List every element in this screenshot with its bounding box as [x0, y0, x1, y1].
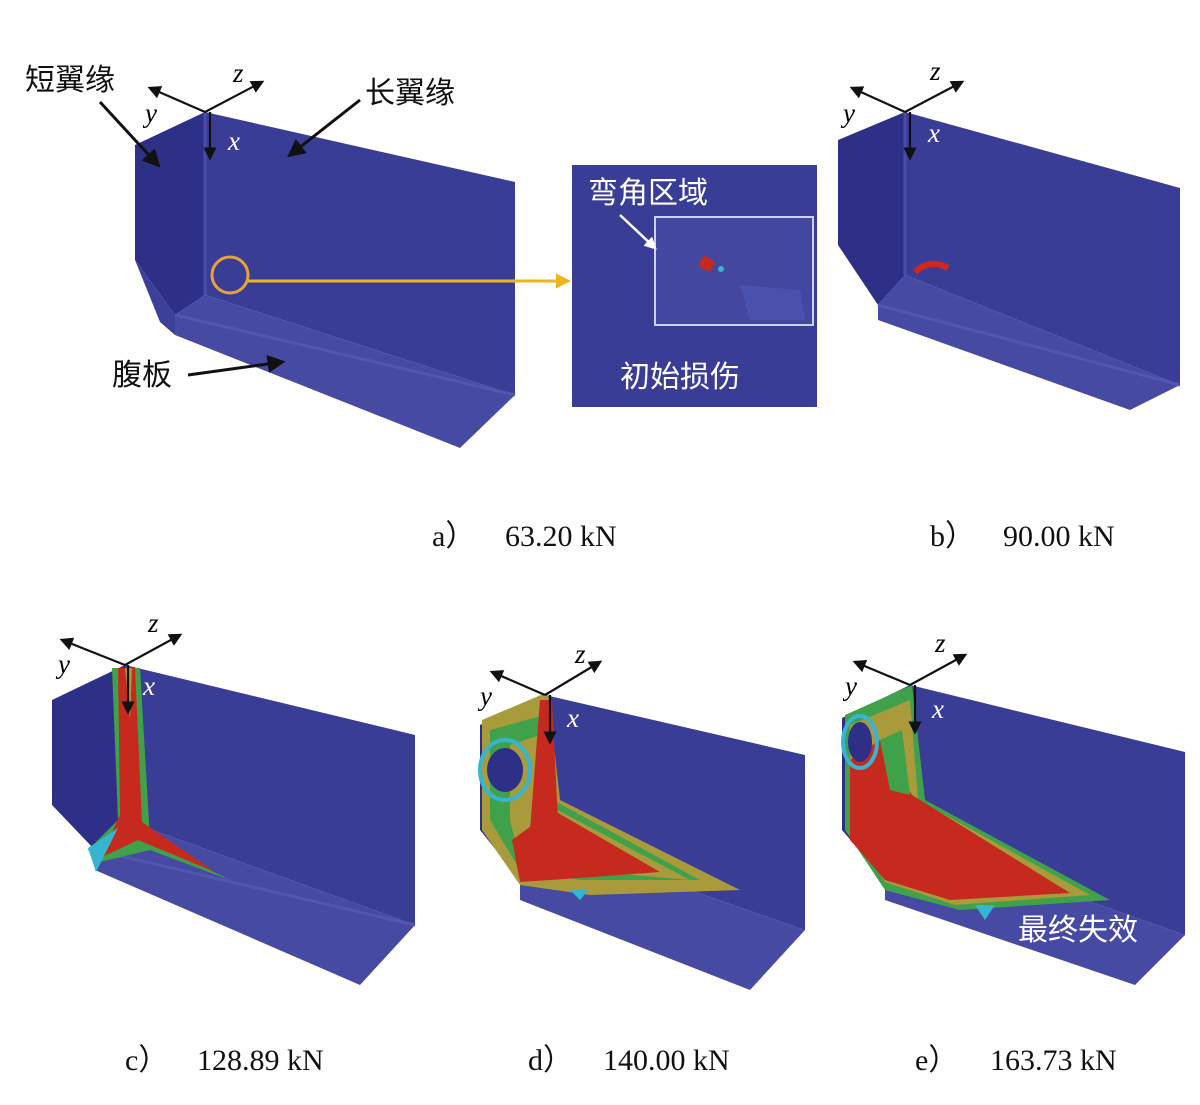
axis-triad-b — [849, 80, 965, 161]
web-label: 腹板 — [112, 358, 172, 393]
zoom-inset: 弯角区域 初始损伤 — [572, 165, 817, 407]
model-d — [478, 692, 805, 990]
web-pointer — [187, 355, 286, 377]
panel-a: y z x 短翼缘 长翼缘 腹板 弯角区域 初始损伤 a） 63.20 kN — [25, 58, 817, 553]
axis-y-label: y — [142, 98, 157, 128]
axis-triad-e — [852, 653, 968, 735]
axis-x-label: x — [227, 126, 240, 156]
caption-a-letter: a） — [432, 520, 475, 553]
highlight-circle — [210, 255, 250, 295]
axis-x-label: x — [927, 118, 940, 148]
axis-x-label: x — [566, 703, 579, 733]
axis-z-label: z — [574, 639, 586, 669]
initial-damage-spot — [698, 255, 715, 272]
axis-triad-d — [489, 660, 603, 745]
caption-b-letter: b） — [930, 520, 975, 553]
short-flange-pointer — [98, 100, 161, 168]
corner-region-label: 弯角区域 — [588, 176, 708, 211]
initial-damage-label: 初始损伤 — [620, 360, 740, 395]
axis-z-label: z — [934, 628, 946, 658]
axis-y-label: y — [842, 671, 857, 701]
axis-z-label: z — [147, 608, 159, 638]
model-c — [52, 665, 416, 985]
caption-d-load: 140.00 kN — [603, 1044, 730, 1077]
axis-y-label: y — [55, 649, 70, 679]
caption-d-letter: d） — [528, 1044, 573, 1077]
axis-y-label: y — [477, 681, 492, 711]
axis-x-label: x — [142, 671, 155, 701]
model-b — [838, 112, 1181, 410]
axis-z-label: z — [232, 58, 244, 88]
panel-e: 最终失效 y z x e） 163.73 kN — [841, 628, 1185, 1077]
caption-c-letter: c） — [125, 1044, 168, 1077]
panel-c: y z x c） 128.89 kN — [52, 608, 416, 1077]
panel-d: y z x d） 140.00 kN — [477, 639, 805, 1077]
axis-triad-a — [147, 80, 265, 161]
damage-arc-b — [912, 260, 950, 275]
axis-x-label: x — [931, 694, 944, 724]
axis-triad-c — [59, 633, 183, 715]
long-flange-label: 长翼缘 — [365, 76, 455, 111]
model-e — [841, 685, 1185, 985]
model-a — [135, 112, 516, 448]
final-failure-label: 最终失效 — [1018, 913, 1138, 948]
long-flange-pointer — [287, 98, 361, 158]
caption-e-load: 163.73 kN — [990, 1044, 1117, 1077]
caption-a-load: 63.20 kN — [505, 520, 617, 553]
short-flange-label: 短翼缘 — [25, 63, 115, 98]
panel-b: y z x b） 90.00 kN — [838, 56, 1181, 553]
caption-c-load: 128.89 kN — [197, 1044, 324, 1077]
caption-e-letter: e） — [915, 1044, 958, 1077]
caption-b-load: 90.00 kN — [1003, 520, 1115, 553]
axis-y-label: y — [840, 98, 855, 128]
axis-z-label: z — [929, 56, 941, 86]
